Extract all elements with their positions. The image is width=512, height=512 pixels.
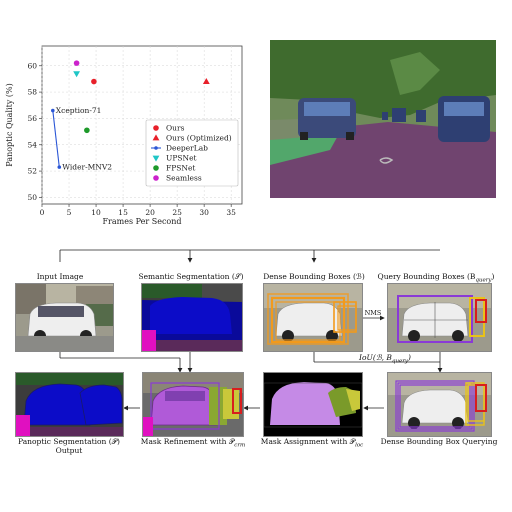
data-point (202, 77, 210, 84)
data-point (51, 108, 55, 113)
legend-marker (154, 146, 158, 150)
querying-caption: Dense Bounding Box Querying (380, 437, 498, 446)
refinement-sub: crm (234, 442, 246, 449)
input-image-thumb (15, 283, 114, 352)
assignment-sub: loc (355, 442, 364, 449)
legend-marker (153, 125, 159, 131)
box-querying-thumb (387, 372, 492, 437)
nms-label: NMS (364, 309, 382, 317)
y-tick-label: 50 (27, 193, 37, 202)
y-tick-label: 52 (27, 167, 37, 176)
assignment-label: Mask Assignment with 𝒫 (260, 437, 356, 446)
panoptic-caption-line1: Panoptic Segmentation (𝒫) (18, 437, 120, 446)
iou-close: ) (408, 353, 411, 362)
street-segmentation-photo (270, 40, 496, 198)
y-tick-label: 56 (27, 114, 37, 123)
point-label: Wider-MNV2 (62, 163, 112, 172)
legend-label: Ours (166, 124, 185, 133)
legend-marker (152, 134, 160, 141)
query-boxes-sub: query (475, 277, 492, 284)
iou-label: IoU(ℬ, B (359, 353, 392, 362)
assignment-caption: Mask Assignment with 𝒫loc (260, 437, 364, 451)
dense-boxes-caption: Dense Bounding Boxes (ℬ) (263, 272, 365, 281)
legend-label: Seamless (166, 174, 202, 183)
iou-caption: IoU(ℬ, Bquery) (340, 353, 430, 367)
refinement-caption: Mask Refinement with 𝒫crm (136, 437, 250, 451)
refinement-label: Mask Refinement with 𝒫 (140, 437, 235, 446)
legend-marker (153, 165, 159, 171)
mask-refinement-thumb (142, 372, 244, 437)
legend-box (145, 119, 239, 187)
mask-assignment-thumb (263, 372, 363, 437)
iou-sub: query (391, 358, 409, 365)
x-tick-label: 15 (118, 208, 128, 217)
y-axis-label: Panoptic Quality (%) (5, 83, 14, 166)
legend-label: FPSNet (166, 164, 195, 173)
x-axis-label: Frames Per Second (102, 217, 181, 226)
y-tick-label: 58 (27, 88, 37, 97)
x-tick-label: 25 (172, 208, 182, 217)
data-point (84, 127, 90, 134)
panoptic-caption-line2: Output (55, 446, 83, 455)
data-point (73, 60, 80, 66)
panoptic-output-thumb (15, 372, 124, 437)
series-line (52, 110, 60, 168)
x-tick-label: 0 (40, 208, 45, 217)
point-label: Xception-71 (56, 106, 102, 115)
x-tick-label: 35 (226, 208, 236, 217)
data-point (91, 78, 97, 85)
x-tick-label: 20 (145, 208, 155, 217)
query-boxes-label: Query Bounding Boxes (B (377, 272, 476, 281)
input-image-caption: Input Image (36, 272, 84, 281)
dense-boxes-thumb (263, 283, 363, 352)
panoptic-caption: Panoptic Segmentation (𝒫) Output (10, 437, 128, 455)
query-boxes-thumb (387, 283, 492, 352)
legend-marker (152, 155, 160, 162)
semantic-seg-caption: Semantic Segmentation (𝒮) (138, 272, 244, 281)
x-tick-label: 30 (199, 208, 209, 217)
legend-marker (153, 175, 159, 181)
legend-label: DeeperLab (166, 144, 208, 153)
y-tick-label: 60 (27, 61, 37, 70)
y-tick-label: 54 (27, 140, 37, 149)
data-point (73, 71, 80, 78)
query-boxes-caption: Query Bounding Boxes (Bquery) (374, 272, 498, 286)
legend-label: Ours (Optimized) (166, 134, 232, 143)
semantic-seg-thumb (141, 283, 243, 352)
legend-label: UPSNet (166, 154, 197, 163)
x-tick-label: 10 (91, 208, 101, 217)
query-boxes-close: ) (491, 272, 495, 281)
x-tick-label: 5 (67, 208, 72, 217)
data-point (57, 165, 62, 169)
